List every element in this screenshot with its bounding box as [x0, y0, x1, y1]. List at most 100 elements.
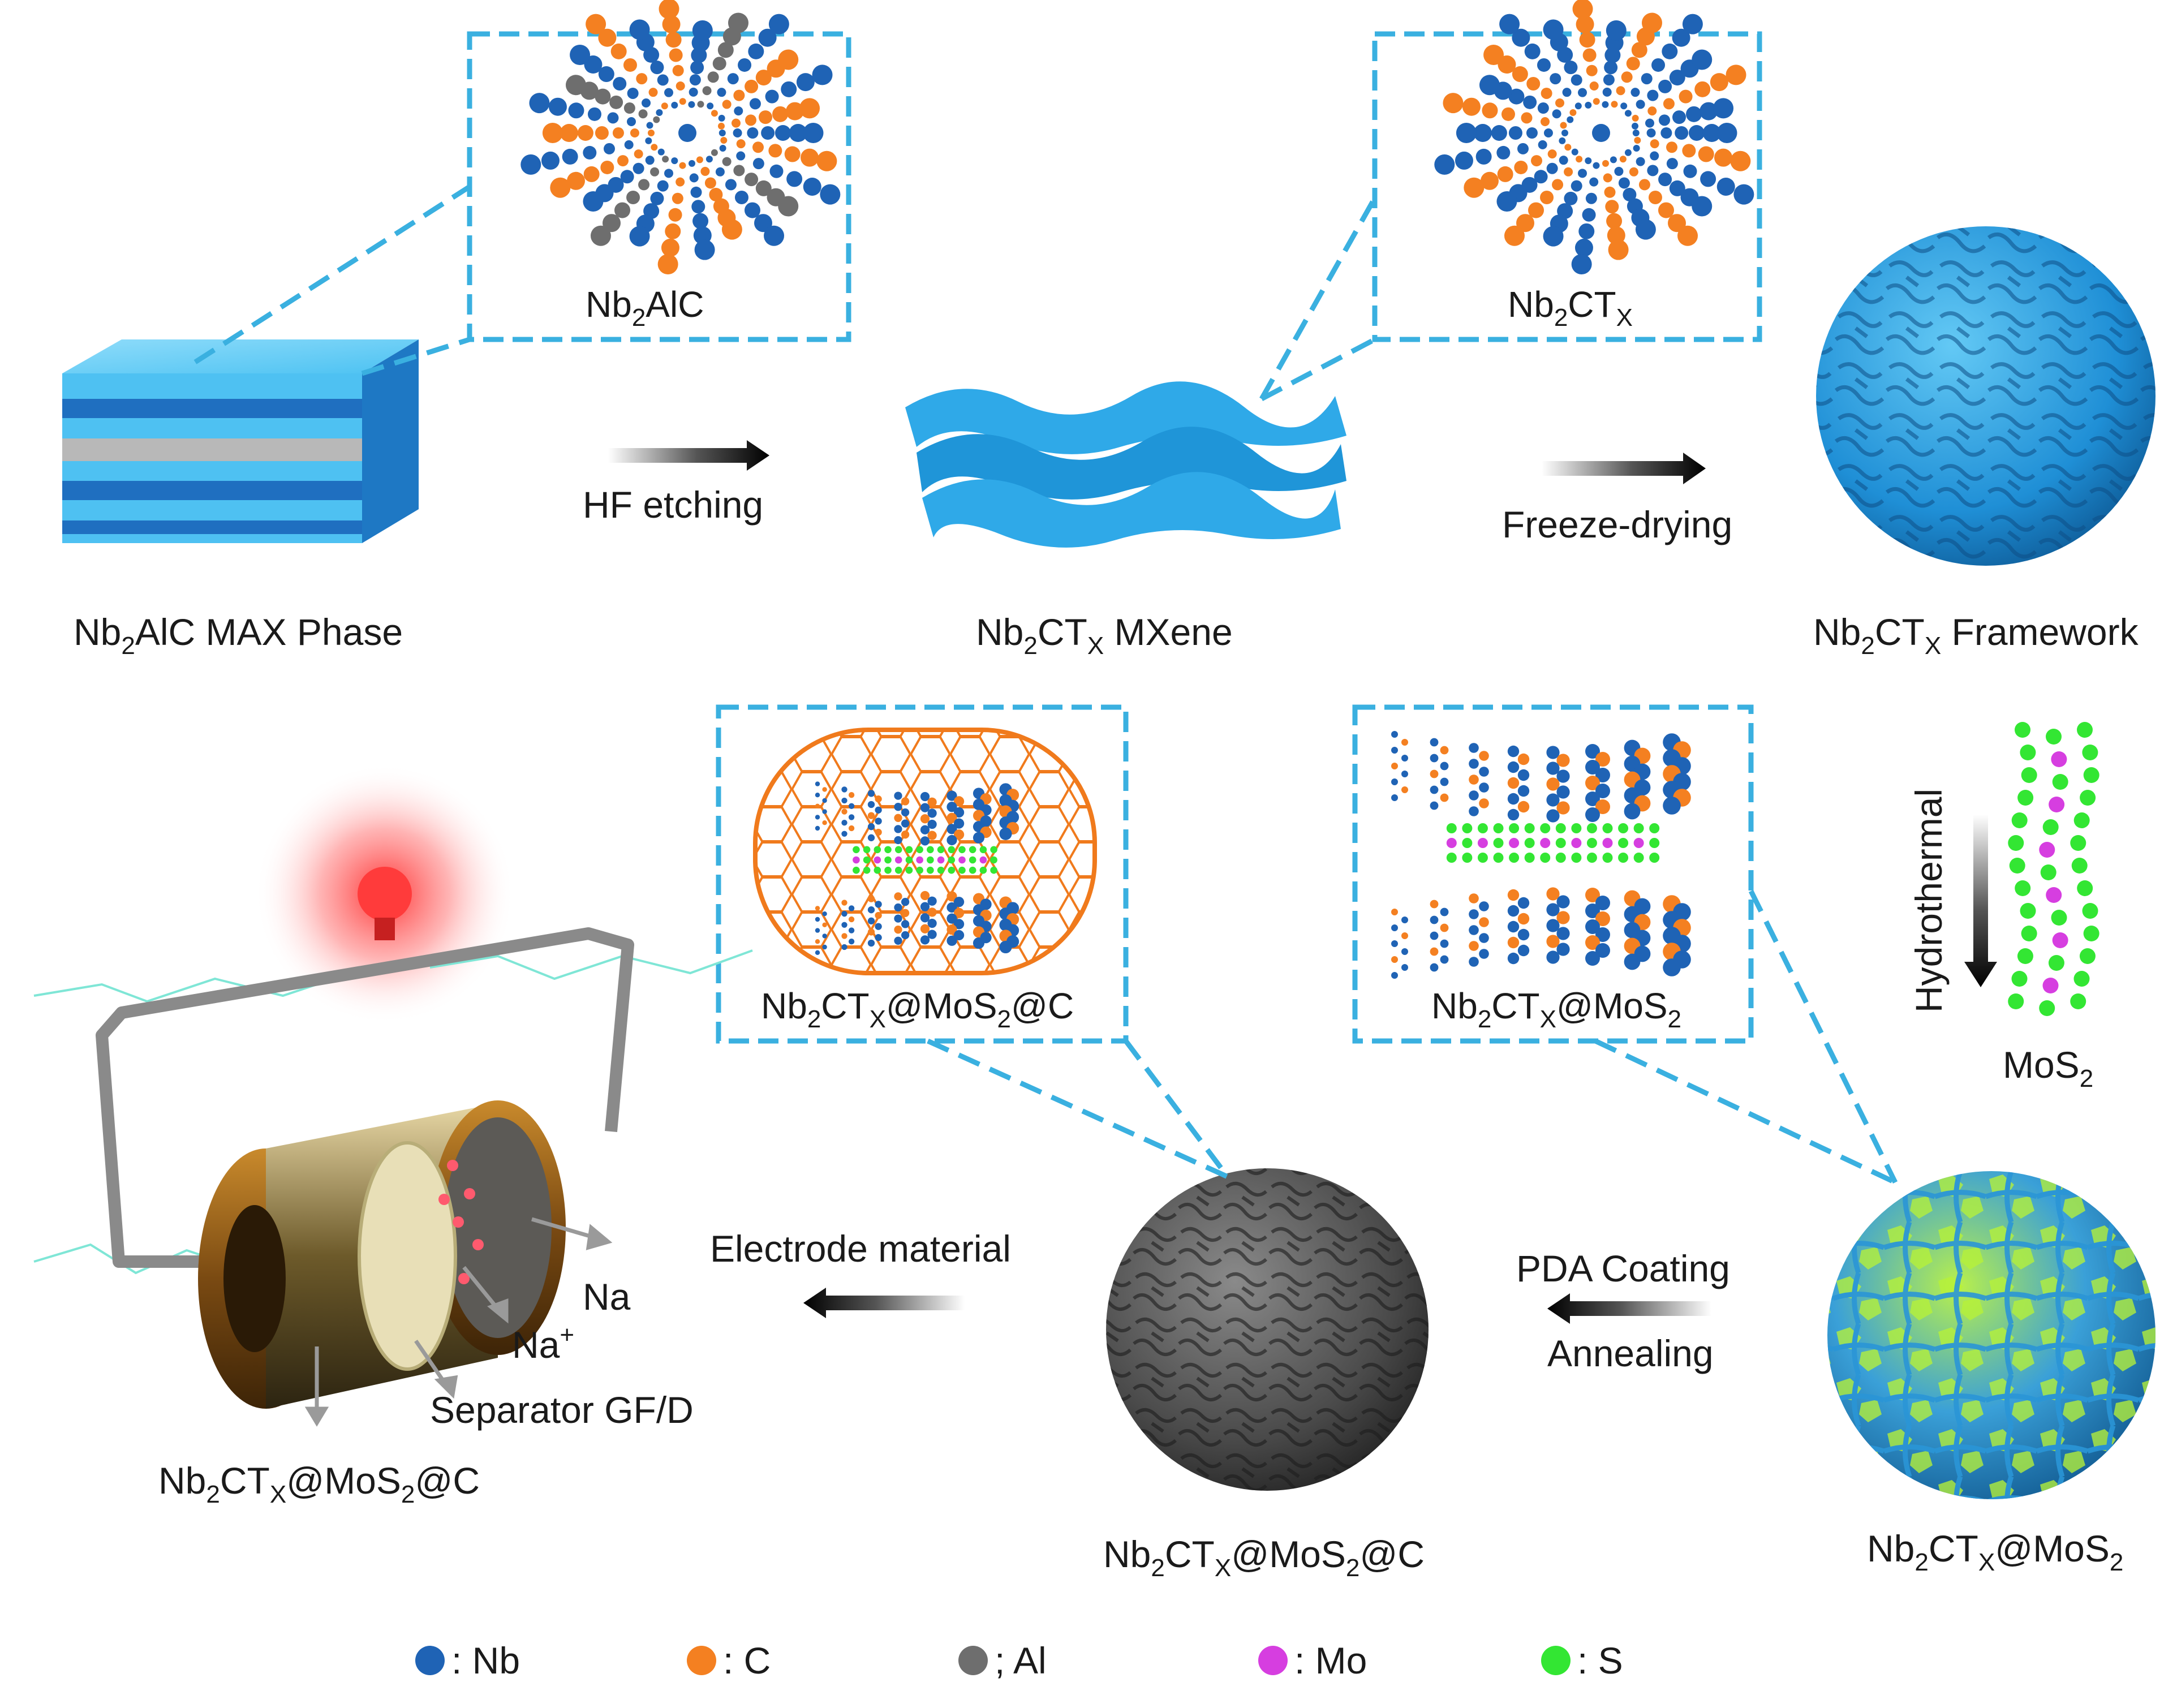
atom-dot — [671, 101, 678, 109]
atom-dot — [979, 866, 987, 874]
atom-dot — [946, 891, 957, 902]
atom-dot — [786, 171, 803, 187]
atom-dot — [946, 924, 957, 935]
atom-dot — [1507, 793, 1520, 805]
atom-dot — [1469, 806, 1479, 816]
zoom-guide — [1124, 1039, 1230, 1178]
atom-dot — [822, 922, 827, 928]
atom-dot — [1391, 909, 1398, 915]
atom-dot — [927, 808, 937, 818]
atom-dot — [602, 214, 621, 233]
atom-dot — [1547, 149, 1557, 159]
atom-dot — [1571, 838, 1582, 848]
atom-dot — [1440, 923, 1449, 932]
zoom-guide — [1748, 890, 1898, 1184]
framework-sphere — [1816, 226, 2156, 566]
atom-dot — [1585, 791, 1600, 806]
atom-dot — [927, 797, 937, 807]
atom-dot — [920, 814, 930, 824]
atom-dot — [867, 895, 875, 902]
atom-dot — [905, 856, 913, 864]
atom-dot — [863, 846, 871, 854]
atom-dot — [2051, 910, 2067, 926]
atom-dot — [736, 151, 746, 161]
atom-dot — [1645, 118, 1654, 128]
atom-dot — [1509, 823, 1520, 833]
atom-dot — [920, 924, 930, 933]
atom-dot — [1669, 70, 1685, 86]
atom-dot — [999, 940, 1012, 954]
atom-dot — [853, 846, 860, 854]
atom-dot — [2080, 790, 2096, 806]
atom-dot — [1602, 838, 1613, 848]
atom-dot — [1646, 128, 1656, 137]
atom-dot — [645, 137, 652, 144]
atom-dot — [1479, 917, 1489, 927]
atom-dot — [1660, 127, 1672, 139]
atom-dot — [1576, 156, 1583, 163]
atom-dot — [901, 819, 910, 828]
atom-dot — [2009, 858, 2025, 874]
atom-dot — [1561, 130, 1568, 136]
atom-dot — [867, 823, 875, 831]
atom-dot — [973, 937, 985, 949]
atom-dot — [623, 102, 635, 114]
atom-dot — [1714, 148, 1733, 167]
atom-dot — [768, 144, 782, 158]
atom-dot — [2042, 978, 2059, 993]
atom-dot — [1618, 823, 1629, 833]
atom-dot — [946, 790, 957, 801]
atom-dot — [946, 824, 957, 834]
atom-dot — [600, 160, 614, 174]
atom-dot — [954, 807, 965, 818]
atom-dot — [651, 144, 658, 151]
arrow-left — [1547, 1293, 1711, 1324]
atom-dot — [745, 114, 757, 126]
atom-dot — [1493, 823, 1504, 833]
atom-dot — [672, 192, 683, 204]
atom-dot — [1526, 127, 1538, 139]
label-framework: Nb2CTX Framework — [1813, 611, 2139, 660]
atom-dot — [841, 808, 847, 815]
atom-dot — [958, 846, 966, 854]
atom-dot — [1592, 124, 1610, 142]
atom-dot — [1555, 853, 1566, 863]
atom-dot — [697, 101, 704, 108]
atom-dot — [1585, 904, 1600, 918]
atom-dot — [1669, 180, 1685, 196]
atom-dot — [1682, 14, 1703, 35]
atom-dot — [820, 184, 841, 205]
atom-dot — [1475, 148, 1492, 165]
atom-dot — [1517, 897, 1530, 909]
inset-label-nb2ctx-mos2-c: Nb2CTX@MoS2@C — [761, 986, 1074, 1033]
atom-dot — [1578, 223, 1595, 239]
atom-dot — [2046, 887, 2062, 903]
atom-dot — [2048, 955, 2064, 971]
atom-dot — [659, 0, 679, 19]
atom-dot — [1595, 752, 1610, 767]
atom-dot — [583, 145, 597, 160]
atom-dot — [875, 828, 882, 836]
atom-dot — [863, 866, 871, 874]
atom-dot — [927, 907, 937, 917]
atom-dot — [848, 792, 855, 798]
atom-dot — [1430, 738, 1439, 747]
atom-dot — [550, 177, 571, 198]
atom-dot — [1579, 32, 1595, 48]
atom-dot — [841, 831, 847, 837]
atom-dot — [927, 831, 937, 840]
atom-dot — [1569, 109, 1577, 116]
atom-dot — [1700, 102, 1718, 121]
atom-dot — [1469, 909, 1479, 919]
atom-dot — [875, 806, 882, 814]
atom-dot — [623, 58, 637, 72]
atom-dot — [772, 106, 789, 122]
atom-dot — [627, 87, 639, 99]
atom-dot — [1512, 28, 1530, 47]
legend-swatch — [958, 1646, 988, 1675]
atom-dot — [1564, 144, 1572, 151]
atom-dot — [1632, 114, 1639, 122]
legend-label: : S — [1577, 1640, 1623, 1681]
atom-dot — [2008, 835, 2024, 851]
atom-dot — [875, 818, 882, 825]
